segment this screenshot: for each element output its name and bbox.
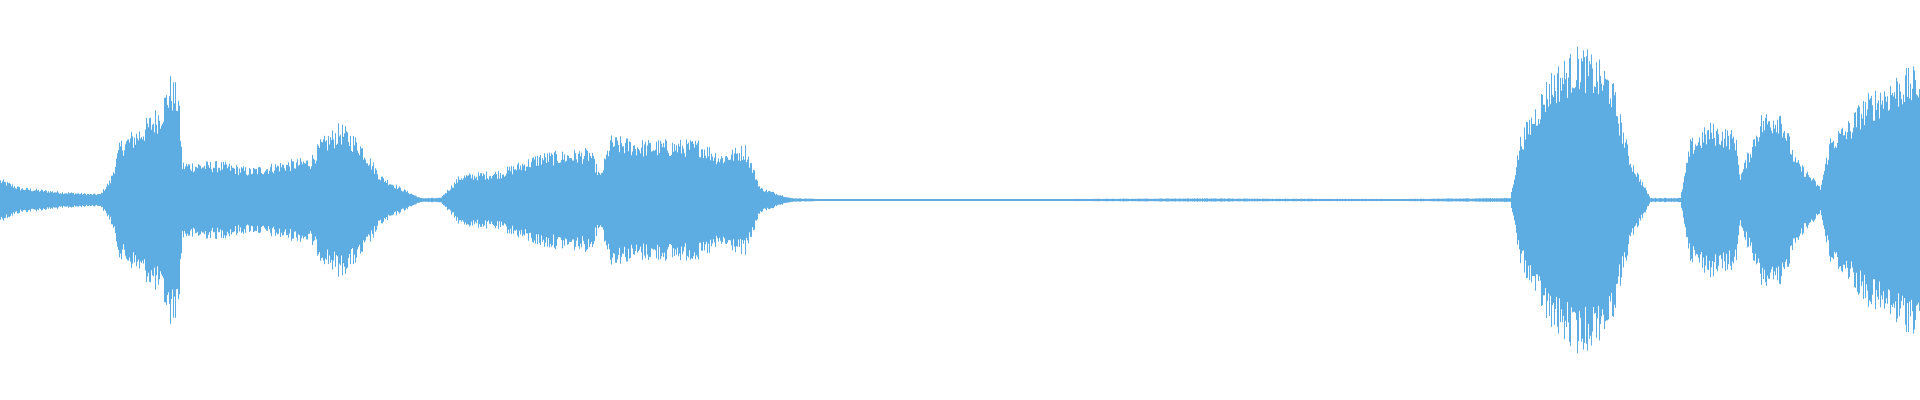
waveform-svg — [0, 46, 1920, 354]
audio-waveform — [0, 46, 1920, 354]
